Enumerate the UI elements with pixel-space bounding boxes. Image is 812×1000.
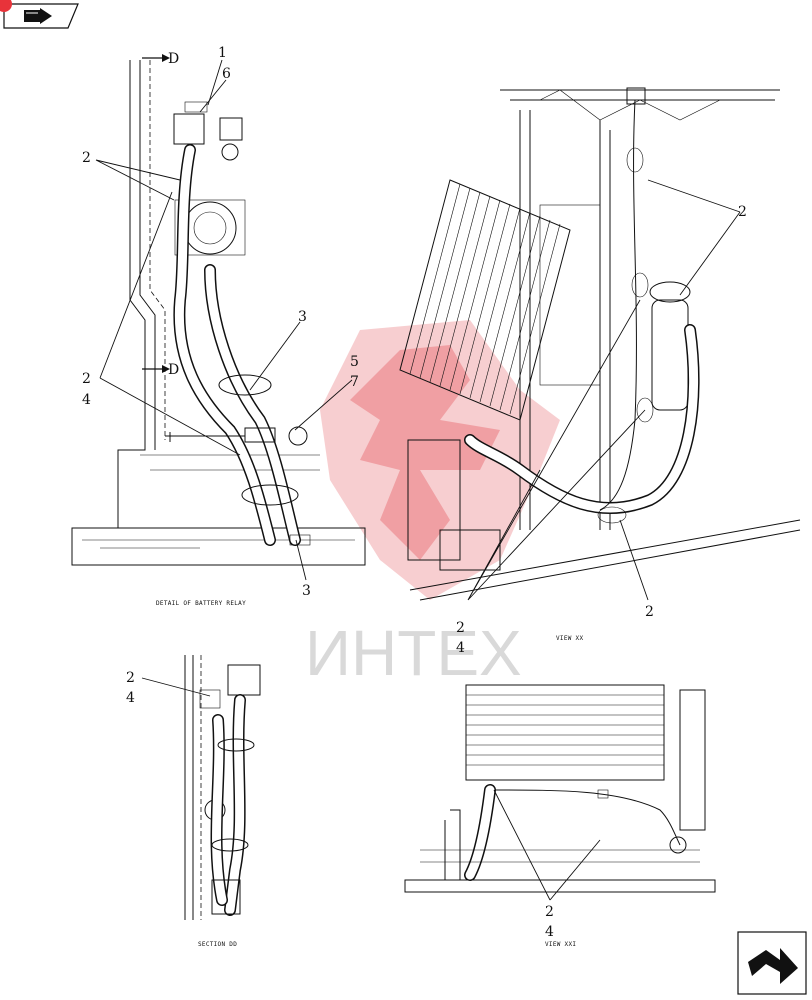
view-xx-drawing [399,87,801,601]
section-mark-d-bottom: D [142,362,179,378]
caption-detail-battery-relay: DETAIL OF BATTERY RELAY [156,600,246,607]
callout-label: 2 [82,150,91,166]
callout-label: 4 [545,924,554,940]
callout-label: 2 [126,670,135,686]
callout-label: 3 [302,583,311,599]
watermark-text: ИНТЕХ [305,617,522,689]
callout-label: 1 [218,45,227,61]
nav-next-button[interactable] [737,931,807,995]
callout-label: 2 [545,904,554,920]
prev-page-arrow-icon [24,8,52,24]
detail-battery-relay-drawing [71,59,366,581]
callout-label: 4 [456,640,465,656]
section-mark-d-top: D [142,51,179,67]
callout-label: 4 [126,690,135,706]
radiator-fins [409,183,561,415]
caption-view-xx: VIEW XX [556,635,583,642]
callout-label: 2 [645,604,654,620]
view-xxi-drawing [404,684,716,901]
callout-label: 2 [456,620,465,636]
nav-prev-button[interactable] [0,0,79,29]
callout-label: 4 [82,392,91,408]
section-dd-drawing [141,655,261,920]
caption-section-dd: SECTION DD [198,941,237,948]
radiator-fins [466,694,664,766]
section-mark-letter: D [168,51,179,67]
callout-label: 2 [82,371,91,387]
corner-badge [0,0,12,12]
caption-view-xxi: VIEW XXI [545,941,576,948]
callout-label: 7 [350,374,359,390]
callout-label: 2 [738,204,747,220]
callout-label: 6 [222,66,231,82]
callout-label: 5 [350,354,359,370]
callout-label: 3 [298,309,307,325]
next-page-arrow-icon [748,948,798,984]
section-mark-letter: D [168,362,179,378]
